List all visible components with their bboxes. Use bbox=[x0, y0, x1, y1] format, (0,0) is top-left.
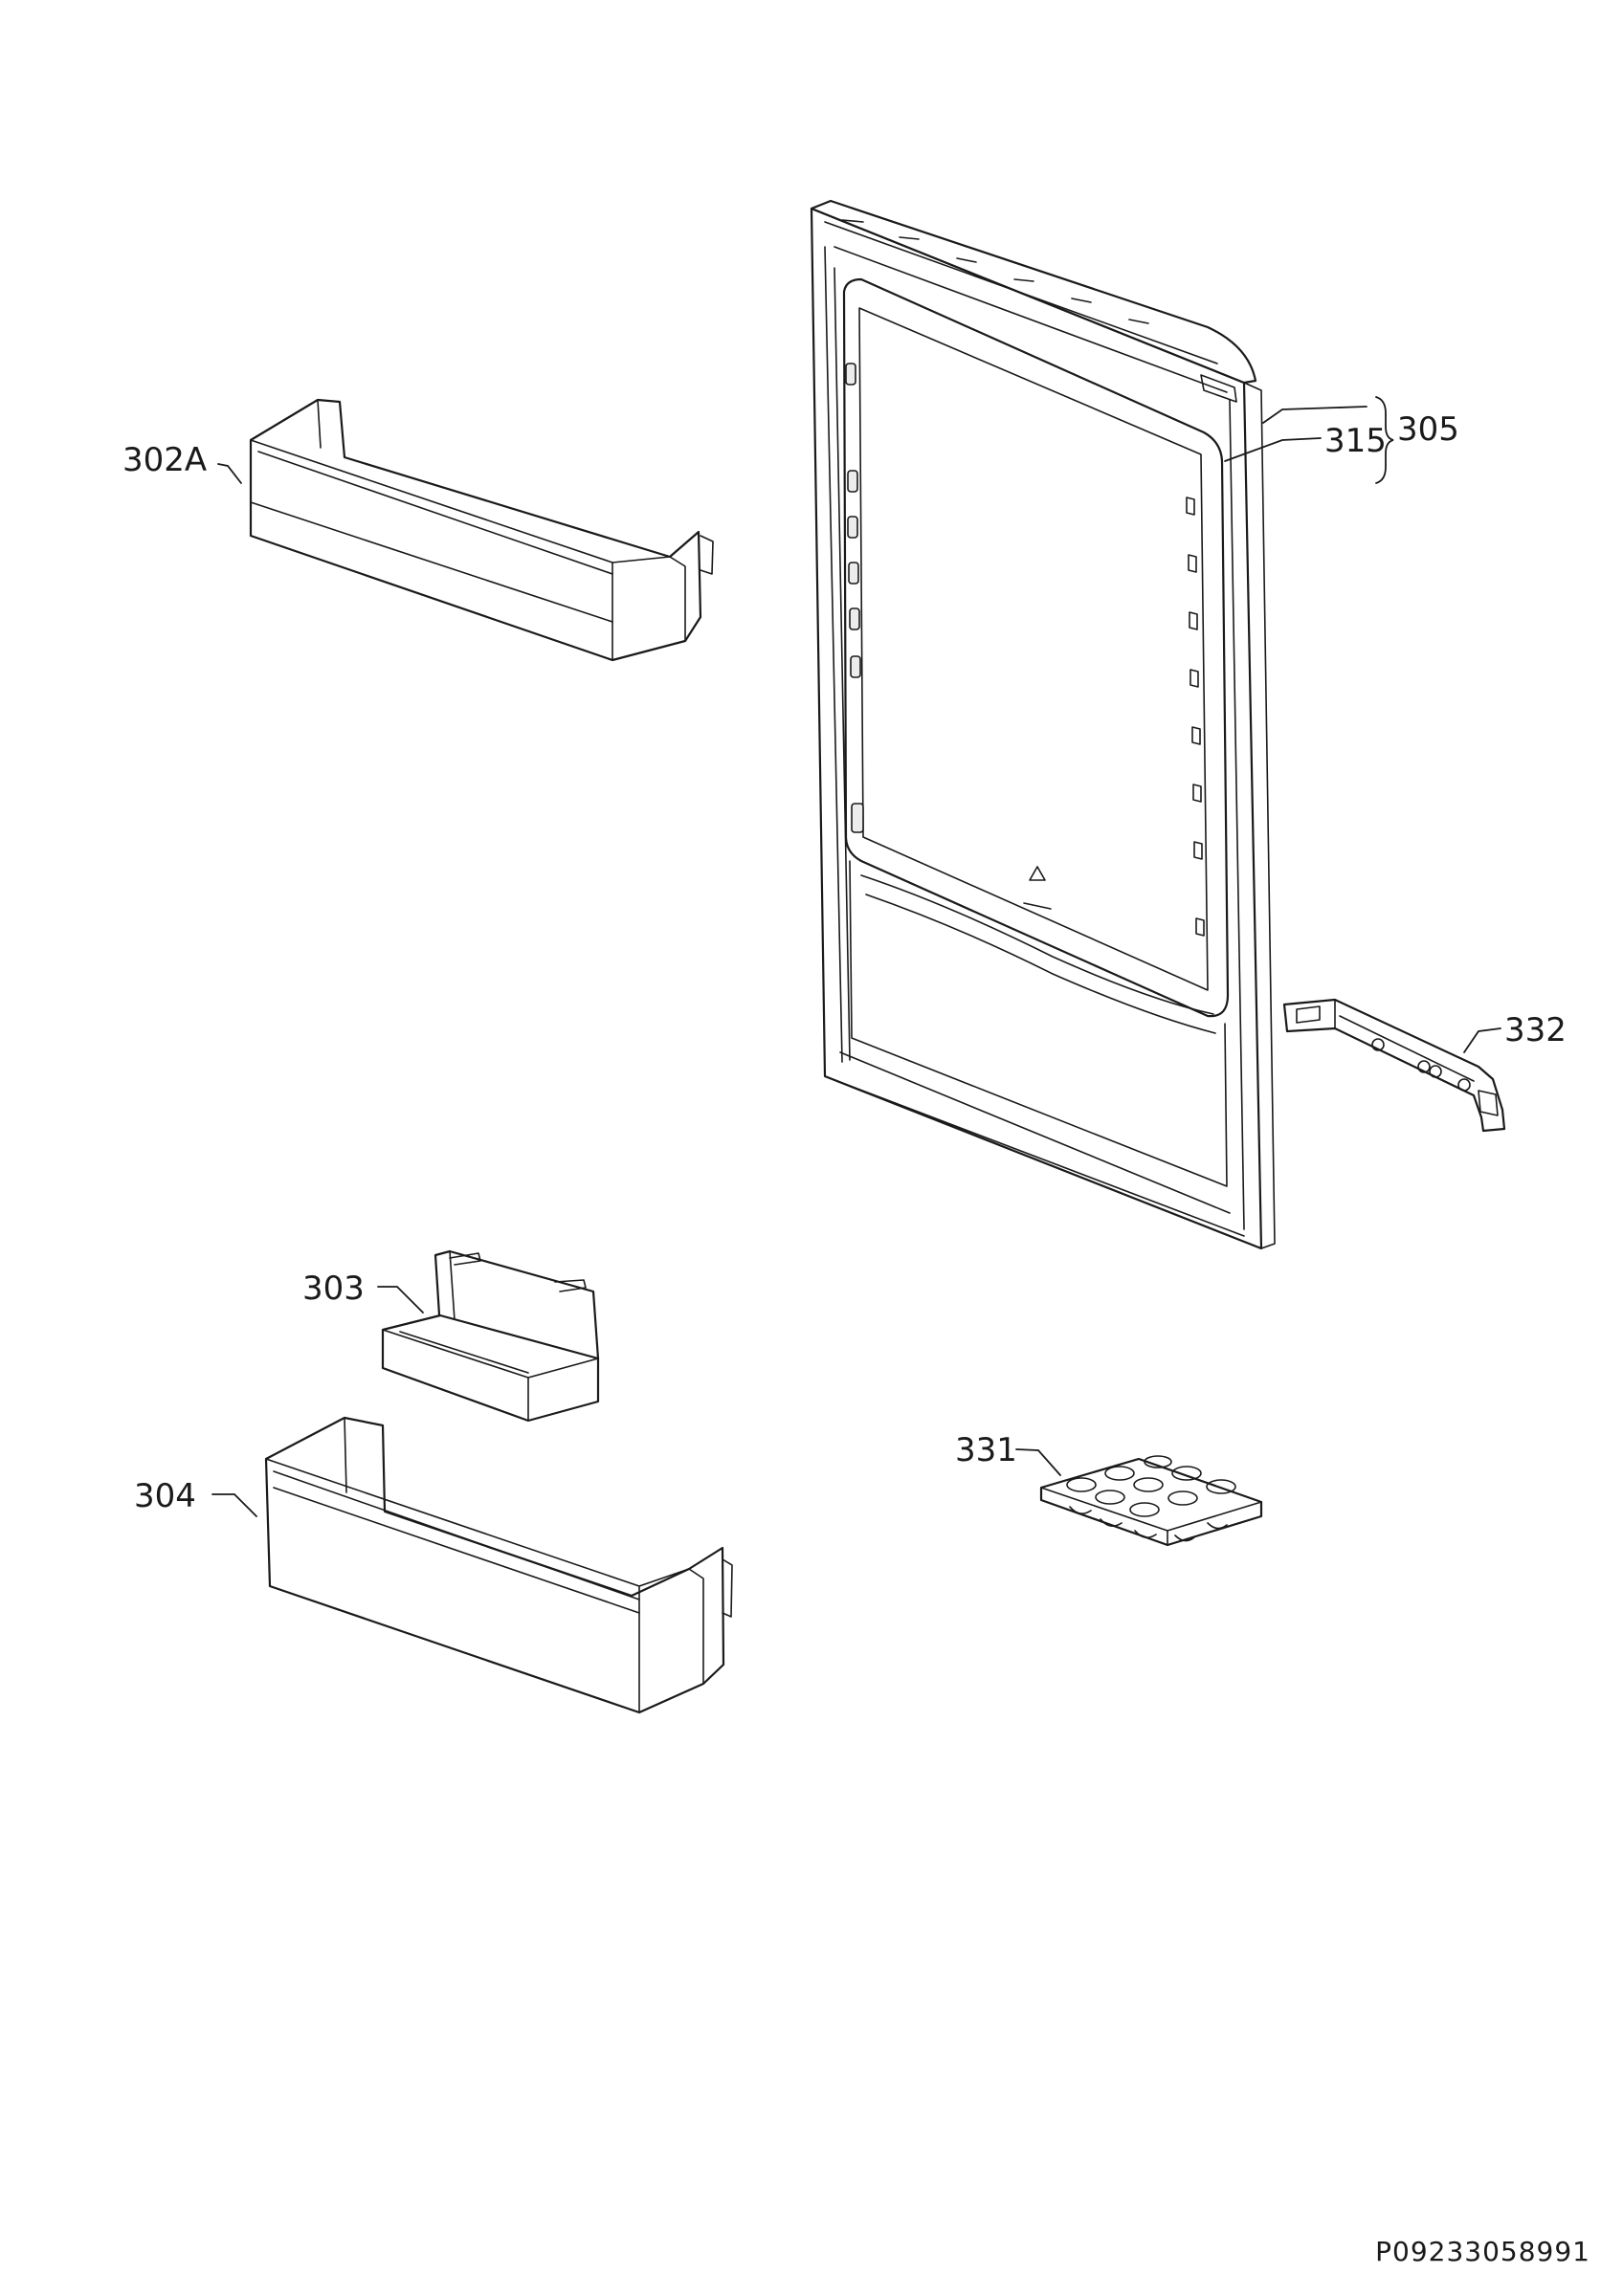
callout-303: 303 bbox=[302, 1269, 365, 1308]
leader-303 bbox=[377, 1286, 424, 1314]
part-315-door-gasket[interactable] bbox=[842, 277, 1230, 1187]
leader-331 bbox=[1015, 1448, 1061, 1476]
leader-315 bbox=[1224, 437, 1322, 462]
callout-305: 305 bbox=[1397, 410, 1459, 449]
part-304-large-door-shelf[interactable] bbox=[264, 1416, 733, 1714]
brace-305 bbox=[1375, 396, 1394, 484]
callout-302A: 302A bbox=[122, 441, 207, 479]
part-302A-door-shelf[interactable] bbox=[249, 398, 714, 662]
part-303-small-box[interactable] bbox=[381, 1249, 600, 1423]
part-331-egg-tray[interactable] bbox=[1039, 1455, 1263, 1547]
part-332-hinge[interactable] bbox=[1282, 998, 1506, 1133]
callout-304: 304 bbox=[134, 1477, 196, 1515]
callout-332: 332 bbox=[1504, 1011, 1567, 1049]
drawing-code: P09233058991 bbox=[1375, 2236, 1590, 2267]
leader-332 bbox=[1463, 1027, 1501, 1053]
callout-315: 315 bbox=[1324, 422, 1387, 460]
leader-302A bbox=[217, 463, 242, 484]
callout-331: 331 bbox=[955, 1431, 1017, 1469]
leader-305 bbox=[1262, 406, 1367, 424]
leader-304 bbox=[211, 1493, 257, 1517]
